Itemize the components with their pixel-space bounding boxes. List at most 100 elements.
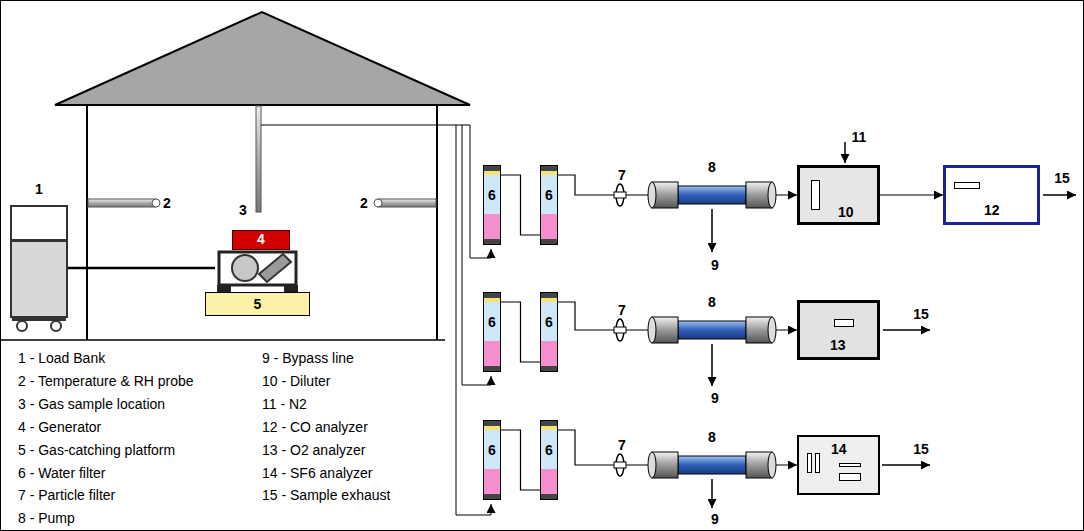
generator-body: [259, 254, 291, 282]
callout-number: 6: [545, 314, 553, 330]
callout-number: 7: [618, 167, 626, 183]
callout-number: 9: [711, 257, 719, 273]
probe-symbol: [88, 199, 156, 207]
callout-number: 6: [488, 314, 496, 330]
panel-detail: [807, 453, 812, 473]
sample-tube: [256, 106, 261, 212]
callout-number: 11: [852, 129, 867, 145]
water-filter: 6: [483, 292, 501, 372]
pipe-connector: [68, 267, 215, 270]
panel-detail: [954, 182, 980, 189]
water-filter: 6: [483, 420, 501, 500]
load-bank: 1: [10, 205, 68, 318]
co-analyzer: 12: [943, 165, 1040, 225]
callout-number: 6: [545, 187, 553, 203]
generator: 4: [215, 228, 300, 292]
probe-symbol: [378, 199, 436, 207]
pump-symbol: [648, 182, 776, 478]
water-filter: 6: [540, 292, 558, 372]
callout-number: 5: [254, 296, 262, 312]
water-filter: 6: [540, 420, 558, 500]
callout-number: 3: [239, 202, 247, 218]
particle-filter-symbol: [614, 184, 626, 476]
sf6-analyzer: 14: [797, 435, 880, 495]
legend-divider: [0, 340, 445, 341]
callout-number: 9: [711, 390, 719, 406]
callout-number: 10: [838, 204, 854, 220]
sample-line: [261, 125, 491, 515]
legend-entry: 3 - Gas sample location: [18, 396, 165, 412]
generator-body: [232, 255, 258, 281]
cart-wheels: [17, 321, 27, 331]
bypass-arrow: [711, 209, 713, 252]
callout-number: 8: [708, 294, 716, 310]
bypass-arrow: [711, 209, 713, 508]
probe-symbol: [374, 199, 382, 207]
bypass-arrow: [711, 479, 713, 508]
exhaust-arrow: [883, 329, 930, 331]
pipe-connector: [501, 175, 540, 235]
gas-platform: 5: [205, 292, 310, 316]
callout-number: 1: [12, 181, 66, 197]
particle-filter-symbol: [614, 184, 626, 206]
water-filter: 6: [483, 165, 501, 245]
callout-number: 7: [618, 437, 626, 453]
pipe-connector: [501, 302, 540, 362]
callout-number: 6: [488, 442, 496, 458]
panel-detail: [811, 180, 820, 210]
pump-symbol: [648, 317, 776, 343]
water-filter: 6: [540, 165, 558, 245]
house-outline: [55, 12, 470, 340]
callout-number: 6: [545, 442, 553, 458]
legend-entry: 13 - O2 analyzer: [262, 442, 366, 458]
generator-body: [217, 285, 231, 292]
bypass-arrow: [711, 344, 713, 386]
o2-analyzer: 13: [797, 300, 880, 360]
callout-number: 13: [830, 337, 846, 353]
probe-symbol: [88, 199, 436, 207]
cart-wheels: [12, 317, 66, 331]
callout-number: 9: [711, 511, 719, 527]
generator-body: [219, 252, 296, 285]
panel-detail: [834, 319, 854, 327]
n2-arrow: [844, 142, 846, 163]
probe-symbol: [152, 199, 160, 207]
legend-entry: 7 - Particle filter: [18, 487, 115, 503]
callout-number: 15: [1054, 170, 1070, 186]
callout-number: 2: [360, 195, 368, 211]
generator-body: [284, 285, 298, 292]
callout-number: 8: [708, 429, 716, 445]
cart-wheels: [51, 321, 61, 331]
panel-detail: [815, 453, 820, 473]
pump-symbol: [648, 452, 776, 478]
callout-number: 2: [163, 195, 171, 211]
legend-entry: 1 - Load Bank: [18, 350, 105, 366]
legend-entry: 15 - Sample exhaust: [262, 487, 390, 503]
exhaust-arrow: [1043, 194, 1076, 196]
pipe-connector: [880, 194, 943, 195]
sample-tube: [256, 106, 261, 212]
callout-number: 7: [618, 302, 626, 318]
exhaust-arrow: [882, 464, 930, 466]
legend-entry: 2 - Temperature & RH probe: [18, 373, 194, 389]
callout-number: 4: [232, 230, 290, 250]
house-outline: [55, 12, 470, 105]
particle-filter-symbol: [614, 454, 626, 476]
legend-entry: 5 - Gas-catching platform: [18, 442, 175, 458]
panel-detail: [839, 463, 861, 467]
diluter-box: 10: [797, 165, 880, 225]
legend-entry: 12 - CO analyzer: [262, 419, 368, 435]
callout-number: 14: [831, 441, 847, 457]
house-outline: [436, 105, 438, 340]
panel-detail: [839, 473, 861, 481]
legend-entry: 9 - Bypass line: [262, 350, 354, 366]
legend-entry: 11 - N2: [262, 396, 307, 412]
n2-arrow: [844, 142, 846, 163]
exhaust-arrow: [882, 195, 1076, 465]
callout-number: 15: [913, 441, 929, 457]
callout-number: 15: [913, 306, 929, 322]
particle-filter-symbol: [614, 319, 626, 341]
pipe-connector: [501, 430, 540, 490]
